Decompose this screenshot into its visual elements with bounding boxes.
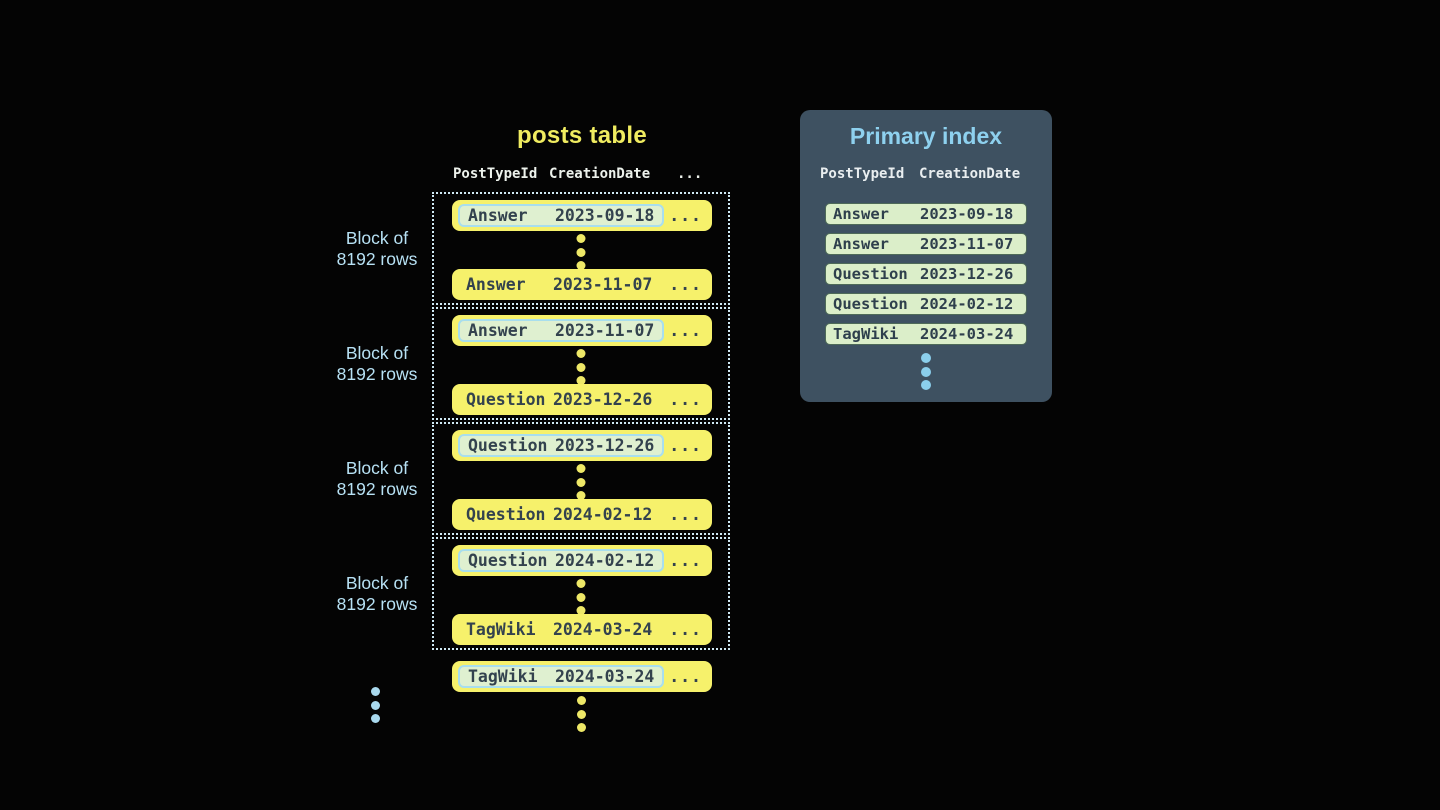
block-label-line1: Block of xyxy=(345,342,409,363)
row-cell: TagWiki 2024-03-24 xyxy=(458,618,660,641)
row-date: 2024-03-24 xyxy=(920,325,1014,343)
row-more-ellipsis: ... xyxy=(669,321,702,340)
row-type: Question xyxy=(468,436,548,455)
row-type: Answer xyxy=(468,206,528,225)
row-date: 2023-09-18 xyxy=(920,205,1014,223)
primary-index-panel: Primary index PostTypeId CreationDate An… xyxy=(800,110,1052,402)
row-type: Question xyxy=(466,390,546,409)
blocks-continuation-dots xyxy=(371,687,380,728)
ellipsis-dots-vertical xyxy=(576,579,586,620)
table-continuation-dots xyxy=(577,696,586,737)
block-label-line1: Block of xyxy=(345,572,409,593)
row-date: 2024-03-24 xyxy=(553,620,653,639)
table-row: TagWiki 2024-03-24 ... xyxy=(452,614,712,645)
row-date: 2023-11-07 xyxy=(553,275,653,294)
row-more-ellipsis: ... xyxy=(669,620,702,639)
row-type: TagWiki xyxy=(466,620,536,639)
column-header-posttypeid: PostTypeId xyxy=(820,166,905,182)
block-label-line2: 8192 rows xyxy=(336,248,418,269)
row-more-ellipsis: ... xyxy=(669,667,702,686)
block-label: Block of 8192 rows xyxy=(328,458,426,500)
row-more-ellipsis: ... xyxy=(669,551,702,570)
block-label-line2: 8192 rows xyxy=(336,593,418,614)
column-header-posttypeid: PostTypeId xyxy=(453,166,538,182)
row-type: Answer xyxy=(833,235,889,253)
block-label: Block of 8192 rows xyxy=(328,228,426,270)
indexed-row-highlight: TagWiki 2024-03-24 xyxy=(458,665,665,688)
row-type: TagWiki xyxy=(468,667,538,686)
indexed-row-highlight: Question 2024-02-12 xyxy=(458,549,665,572)
row-more-ellipsis: ... xyxy=(669,436,702,455)
row-type: Answer xyxy=(466,275,526,294)
row-block-4: Block of 8192 rows Question 2024-02-12 .… xyxy=(337,537,730,650)
index-row: Answer 2023-09-18 xyxy=(825,203,1027,225)
table-row: Answer 2023-11-07 ... xyxy=(452,269,712,300)
block-label-line2: 8192 rows xyxy=(336,363,418,384)
indexed-row-highlight: Answer 2023-09-18 xyxy=(458,204,665,227)
row-block-3: Block of 8192 rows Question 2023-12-26 .… xyxy=(337,422,730,535)
row-type: Question xyxy=(466,505,546,524)
indexed-row-highlight: Answer 2023-11-07 xyxy=(458,319,665,342)
table-row-overflow: TagWiki 2024-03-24 ... xyxy=(452,661,712,692)
row-type: Question xyxy=(833,295,908,313)
row-cell: Answer 2023-11-07 xyxy=(458,273,660,296)
row-date: 2024-02-12 xyxy=(553,505,653,524)
row-cell: Question 2024-02-12 xyxy=(458,503,660,526)
row-more-ellipsis: ... xyxy=(669,505,702,524)
row-cell: Question 2023-12-26 xyxy=(458,388,660,411)
row-more-ellipsis: ... xyxy=(669,206,702,225)
row-date: 2024-02-12 xyxy=(555,551,655,570)
index-row: TagWiki 2024-03-24 xyxy=(825,323,1027,345)
indexed-row-highlight: Question 2023-12-26 xyxy=(458,434,665,457)
row-date: 2023-11-07 xyxy=(555,321,655,340)
index-row: Question 2023-12-26 xyxy=(825,263,1027,285)
index-continuation-dots xyxy=(921,353,931,394)
row-date: 2024-02-12 xyxy=(920,295,1014,313)
block-label-line1: Block of xyxy=(345,227,409,248)
block-label-line2: 8192 rows xyxy=(336,478,418,499)
table-row: Question 2023-12-26 ... xyxy=(452,430,712,461)
row-type: TagWiki xyxy=(833,325,899,343)
block-label: Block of 8192 rows xyxy=(328,573,426,615)
row-type: Answer xyxy=(468,321,528,340)
posts-table-column-headers: PostTypeId CreationDate ... xyxy=(452,166,732,186)
table-row: Question 2024-02-12 ... xyxy=(452,499,712,530)
posts-table-title: posts table xyxy=(517,122,647,149)
row-type: Answer xyxy=(833,205,889,223)
row-more-ellipsis: ... xyxy=(669,275,702,294)
ellipsis-dots-vertical xyxy=(576,234,586,275)
table-row: Question 2023-12-26 ... xyxy=(452,384,712,415)
row-type: Question xyxy=(468,551,548,570)
ellipsis-dots-vertical xyxy=(576,464,586,505)
row-date: 2023-11-07 xyxy=(920,235,1014,253)
row-block-1: Block of 8192 rows Answer 2023-09-18 ...… xyxy=(337,192,730,305)
index-row: Question 2024-02-12 xyxy=(825,293,1027,315)
row-date: 2023-12-26 xyxy=(920,265,1014,283)
table-row: Answer 2023-09-18 ... xyxy=(452,200,712,231)
block-label: Block of 8192 rows xyxy=(328,343,426,385)
block-label-line1: Block of xyxy=(345,457,409,478)
row-date: 2023-12-26 xyxy=(553,390,653,409)
column-header-more: ... xyxy=(677,166,703,182)
row-type: Question xyxy=(833,265,908,283)
index-row: Answer 2023-11-07 xyxy=(825,233,1027,255)
column-header-creationdate: CreationDate xyxy=(549,166,651,182)
primary-index-title: Primary index xyxy=(849,123,1003,149)
ellipsis-dots-vertical xyxy=(576,349,586,390)
table-row: Answer 2023-11-07 ... xyxy=(452,315,712,346)
row-date: 2023-09-18 xyxy=(555,206,655,225)
primary-index-column-headers: PostTypeId CreationDate xyxy=(800,166,1052,186)
column-header-creationdate: CreationDate xyxy=(919,166,1021,182)
row-more-ellipsis: ... xyxy=(669,390,702,409)
table-row: Question 2024-02-12 ... xyxy=(452,545,712,576)
row-block-2: Block of 8192 rows Answer 2023-11-07 ...… xyxy=(337,307,730,420)
row-date: 2023-12-26 xyxy=(555,436,655,455)
row-date: 2024-03-24 xyxy=(555,667,655,686)
